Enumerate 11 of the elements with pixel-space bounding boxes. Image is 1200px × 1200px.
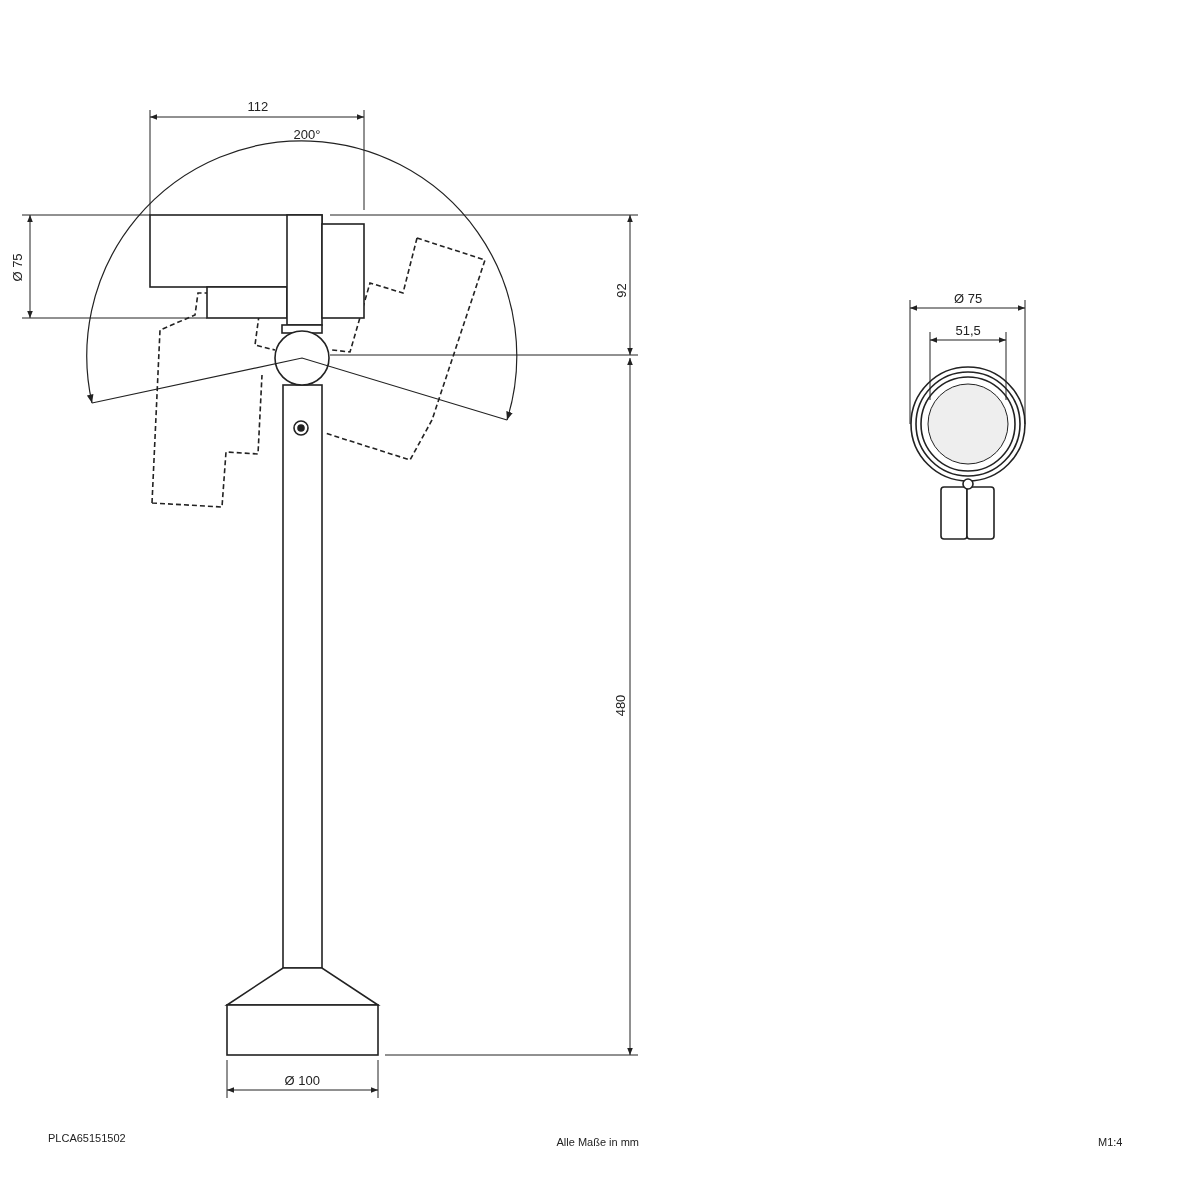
dimension-label: 51,5: [955, 323, 981, 337]
dimension-label: Ø 75: [954, 291, 983, 305]
dimension-label: 92: [614, 282, 628, 298]
units-note: Alle Maße in mm: [556, 1136, 640, 1148]
scale-note: M1:4: [1098, 1136, 1123, 1148]
dimension-label: Ø 75: [10, 252, 24, 282]
angle-label: 200°: [293, 127, 321, 141]
dimension-label: 112: [247, 99, 269, 113]
article-number: PLCA65151502: [48, 1132, 126, 1144]
dimension-label: 480: [614, 694, 628, 716]
dimension-label: Ø 100: [284, 1073, 320, 1087]
